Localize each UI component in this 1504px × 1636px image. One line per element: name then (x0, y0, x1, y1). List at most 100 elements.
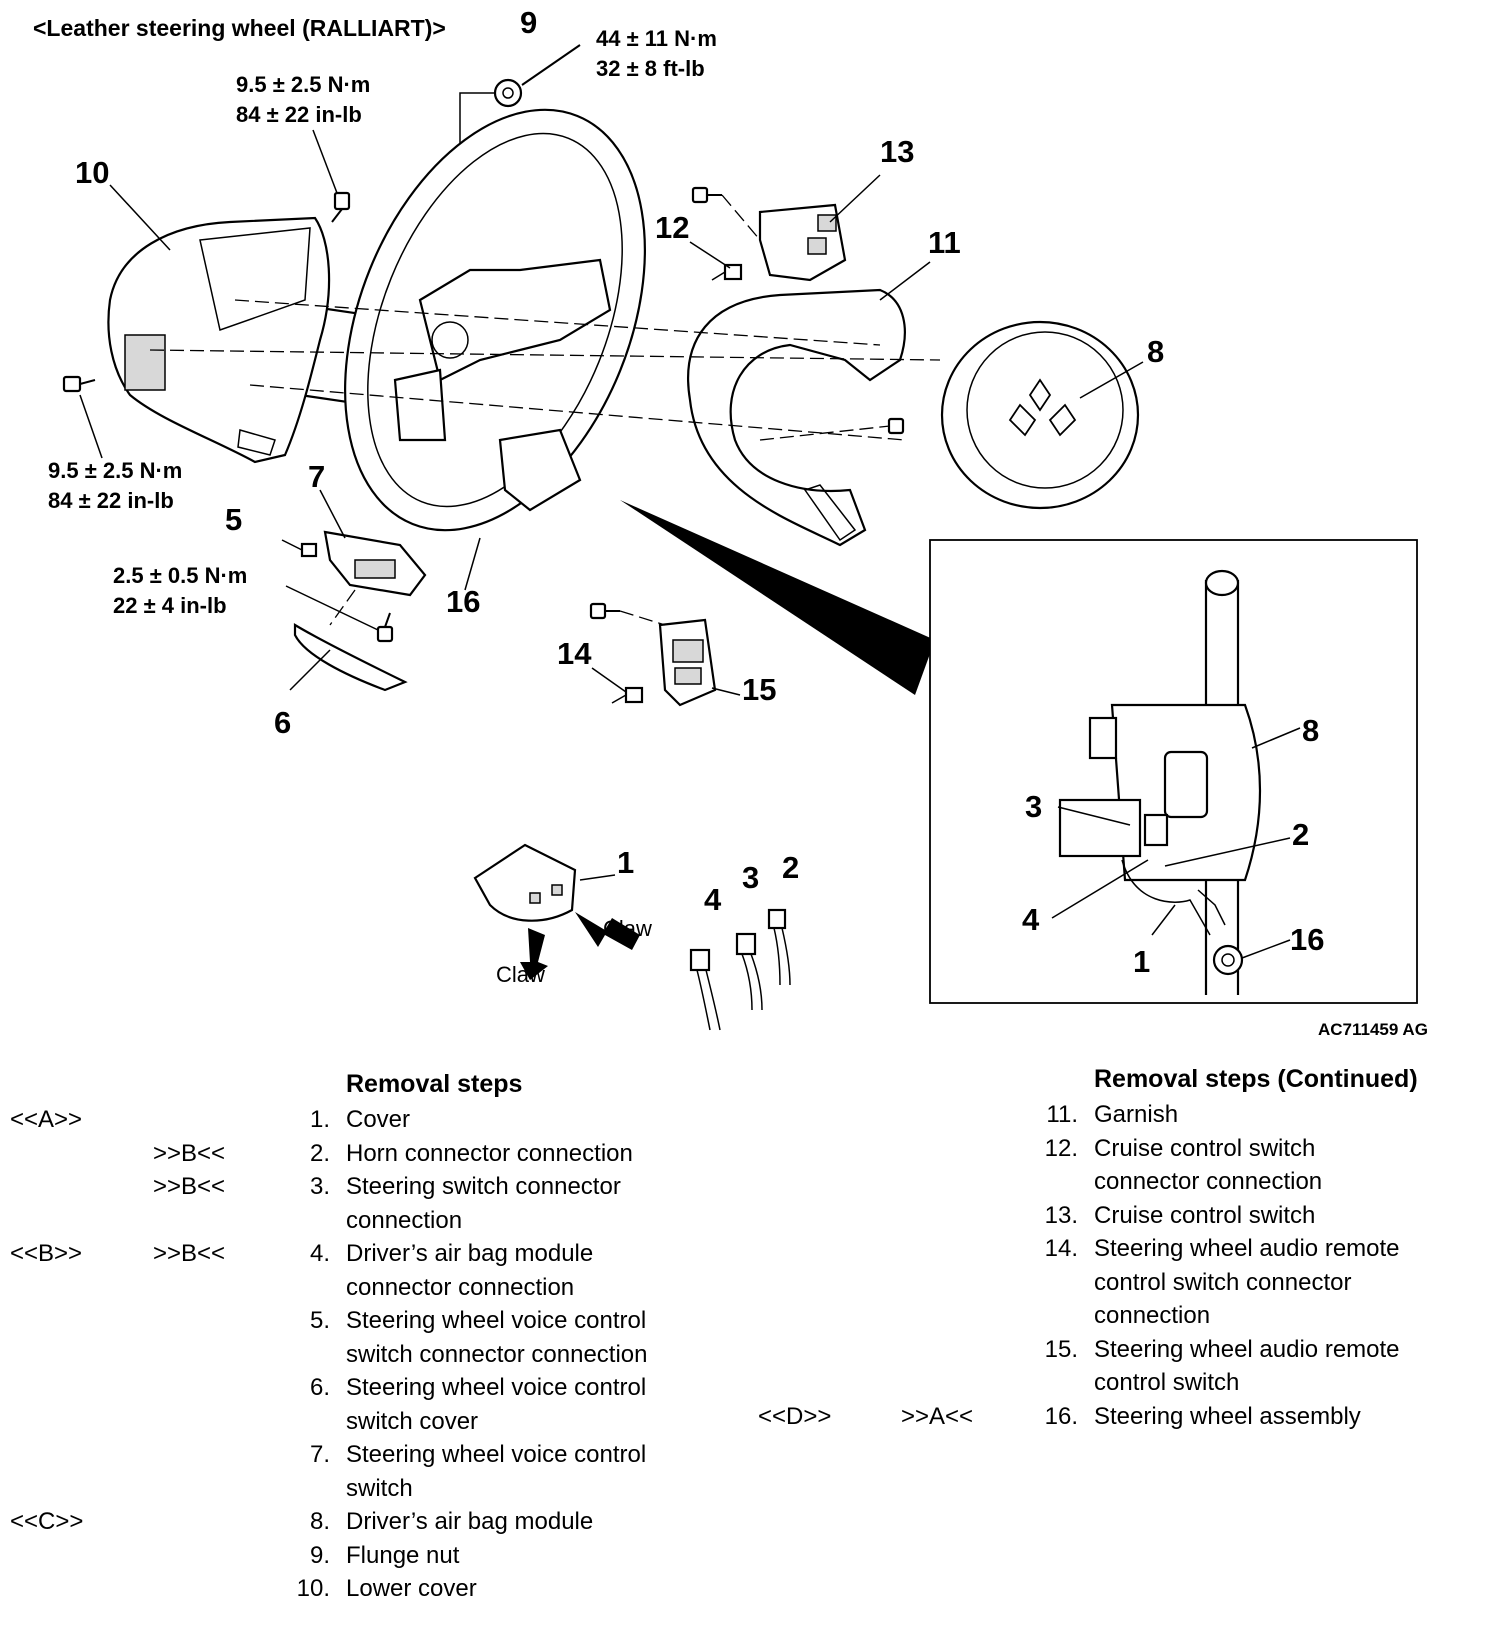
connector-14 (611, 686, 644, 704)
inset-callout-8: 8 (1302, 713, 1319, 748)
step-number: 12. (1044, 1134, 1078, 1162)
step-text: Driver’s air bag module (346, 1508, 594, 1535)
garnish-part (687, 288, 906, 547)
leader-lines (79, 129, 1144, 696)
step-text: Driver’s air bag module (346, 1240, 594, 1267)
step-text: control switch connector (1094, 1268, 1352, 1296)
claw-arrow-left (520, 928, 548, 980)
callout-10: 10 (75, 155, 109, 190)
step-ref-b: >>B<< (153, 1139, 226, 1167)
step-text: switch connector connection (346, 1340, 648, 1368)
step-text: Steering wheel assembly (1094, 1402, 1361, 1430)
removal-step-row: <<A>>1.Cover (10, 1103, 710, 1137)
step-text: switch cover (346, 1407, 479, 1435)
step-number: 7. (309, 1441, 330, 1468)
step-text: Cruise control switch (1094, 1134, 1316, 1162)
claw-label-left: Claw (496, 962, 545, 987)
voice-switch-part (323, 530, 427, 597)
inset-callout-16: 16 (1290, 922, 1324, 957)
step-text: Steering wheel voice control (346, 1374, 647, 1401)
removal-step-row: 11. Garnish (758, 1098, 1498, 1132)
step-number: 11. (1046, 1101, 1078, 1128)
step-ref-b: >>B<< (153, 1240, 226, 1267)
cover-part (473, 843, 640, 980)
step-number: 13. (1044, 1201, 1078, 1229)
svg-text:84 ± 22 in-lb: 84 ± 22 in-lb (236, 102, 362, 127)
step-number: 15. (1044, 1335, 1078, 1363)
step-number: 10. (296, 1575, 330, 1602)
callout-2: 2 (782, 850, 799, 885)
step-text: connection (346, 1206, 463, 1234)
step-number: 9. (309, 1541, 330, 1569)
claw-label-right: Claw (603, 916, 652, 941)
airbag-module-part (940, 320, 1140, 510)
removal-step-row: <<D>>>>A<<16.Steering wheel assembly (758, 1400, 1498, 1434)
step-text: connector connection (1094, 1168, 1323, 1195)
figure-title: <Leather steering wheel (RALLIART)> (33, 15, 446, 41)
step-text: Horn connector connection (346, 1139, 633, 1167)
inset-pointer (620, 500, 935, 695)
bolt-airbag (887, 417, 905, 435)
removal-step-row: >>B<< 2. Horn connector connection (10, 1137, 710, 1171)
step-ref-a: <<C>> (10, 1508, 84, 1535)
removal-step-row: 15. Steering wheel audio remote control sw… (758, 1333, 1498, 1400)
step-ref-a: <<A>> (10, 1106, 83, 1133)
inset-callout-2: 2 (1292, 817, 1309, 852)
svg-text:44 ± 11 N·m: 44 ± 11 N·m (596, 26, 717, 51)
audio-switch-part (658, 618, 717, 707)
bolt-cruise (691, 186, 722, 204)
callout-7: 7 (308, 459, 325, 494)
callout-1: 1 (617, 845, 634, 880)
removal-step-row: 6. Steering wheel voice control switch cov… (10, 1371, 710, 1438)
step-text: Steering wheel voice control (346, 1307, 647, 1334)
step-number: 1. (309, 1106, 330, 1133)
callout-12: 12 (655, 210, 689, 245)
step-text: switch (346, 1474, 413, 1502)
step-number: 6. (309, 1374, 330, 1401)
removal-heading-continued: Removal steps (Continued) (1094, 1065, 1418, 1093)
callout-6: 6 (274, 705, 291, 740)
torque-nut: 44 ± 11 N·m 32 ± 8 ft-lb (596, 26, 717, 81)
callout-13: 13 (880, 134, 914, 169)
callout-14: 14 (557, 636, 592, 671)
svg-text:22 ± 4 in-lb: 22 ± 4 in-lb (113, 593, 227, 618)
assembly-lines (149, 194, 941, 626)
callout-16: 16 (446, 584, 480, 619)
step-ref-a: <<D>> (758, 1402, 832, 1430)
callout-3: 3 (742, 860, 759, 895)
removal-step-row: 10.Lower cover (10, 1572, 710, 1606)
svg-text:9.5 ± 2.5 N·m: 9.5 ± 2.5 N·m (236, 72, 370, 97)
torque-left: 9.5 ± 2.5 N·m 84 ± 22 in-lb (48, 458, 182, 513)
callout-11: 11 (928, 225, 961, 260)
figure-id: AC711459 AG (1318, 1020, 1428, 1039)
step-number: 3. (309, 1173, 330, 1200)
inset-callout-4: 4 (1022, 902, 1040, 937)
removal-step-row: 7. Steering wheel voice control switch (10, 1438, 710, 1505)
step-text: Steering wheel voice control (346, 1441, 647, 1468)
step-text: Steering wheel audio remote (1094, 1335, 1400, 1363)
callout-15: 15 (742, 672, 776, 707)
lower-cover-part (107, 216, 331, 464)
step-text: Garnish (1094, 1101, 1179, 1128)
step-text: control switch (1094, 1369, 1240, 1396)
removal-step-row: 9.Flunge nut (10, 1539, 710, 1573)
connector-5 (281, 539, 318, 558)
step-number: 16. (1044, 1402, 1078, 1430)
removal-step-row: <<C>>8.Driver’s air bag module (10, 1505, 710, 1539)
callout-9: 9 (520, 5, 537, 40)
torque-upper: 9.5 ± 2.5 N·m 84 ± 22 in-lb (236, 72, 370, 127)
inset-callout-3: 3 (1025, 789, 1042, 824)
step-text: Steering switch connector (346, 1173, 621, 1200)
inset-detail: 8 3 2 4 1 16 (929, 539, 1418, 1004)
step-text: Steering wheel audio remote (1094, 1235, 1400, 1262)
torque-small: 2.5 ± 0.5 N·m 22 ± 4 in-lb (113, 563, 247, 618)
step-ref-a: <<B>> (10, 1240, 83, 1267)
removal-step-row: 12. Cruise control switch connector connec… (758, 1132, 1498, 1199)
removal-steps-left: <<A>>1.Cover>>B<<2.Horn connector connec… (10, 1103, 710, 1606)
step-number: 2. (309, 1139, 330, 1167)
svg-text:32 ± 8 ft-lb: 32 ± 8 ft-lb (596, 56, 705, 81)
svg-text:2.5 ± 0.5 N·m: 2.5 ± 0.5 N·m (113, 563, 247, 588)
inset-callout-1: 1 (1133, 944, 1150, 979)
bolt-audio (589, 602, 620, 620)
